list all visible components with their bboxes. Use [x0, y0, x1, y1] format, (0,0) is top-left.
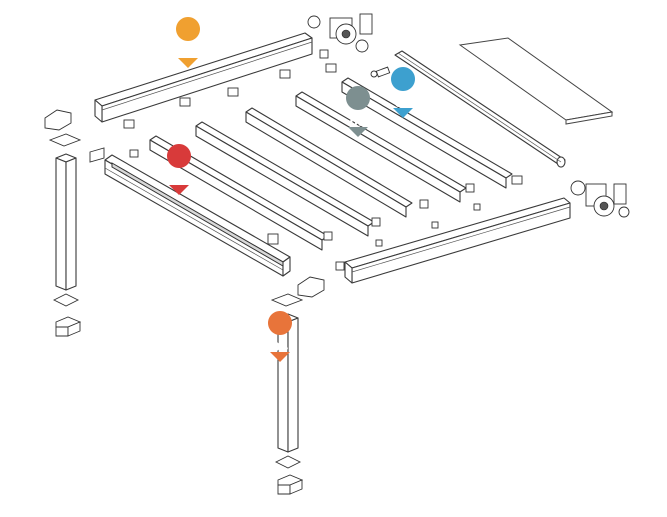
marker-04-label: 04: [272, 340, 289, 354]
front-right-beam: [344, 197, 571, 284]
marker-pin-04: [268, 311, 293, 362]
marker-pin-01: [391, 67, 416, 118]
brackets: [123, 63, 523, 271]
marker-pin-05: [346, 86, 371, 137]
left-post: [48, 133, 82, 337]
marker-05-label: 05: [350, 115, 367, 129]
roller-tube: [370, 50, 566, 168]
corner-connectors: [44, 109, 325, 298]
right-post: [270, 293, 304, 495]
marker-04: 04: [268, 311, 293, 362]
front-left-gutter-beam: [89, 147, 291, 277]
marker-02-label: 02: [180, 46, 197, 60]
marker-03-label: 03: [171, 173, 188, 187]
marker-02: 02: [176, 17, 201, 68]
marker-pin-03: [167, 144, 192, 195]
marker-05: 05: [346, 86, 371, 137]
motor-assembly-right: [570, 180, 630, 218]
rafter-2: [195, 121, 375, 237]
motor-assembly-top: [307, 13, 373, 59]
marker-01: 01: [391, 67, 416, 118]
fabric-sheet: [458, 37, 614, 125]
rafter-1: [149, 135, 329, 251]
marker-01-label: 01: [395, 96, 412, 110]
rafter-3: [245, 107, 413, 218]
marker-pin-02: [176, 17, 201, 68]
marker-03: 03: [167, 144, 192, 195]
rafter-rails: [149, 77, 513, 251]
back-left-beam: [94, 32, 313, 123]
rafter-5: [341, 77, 513, 189]
